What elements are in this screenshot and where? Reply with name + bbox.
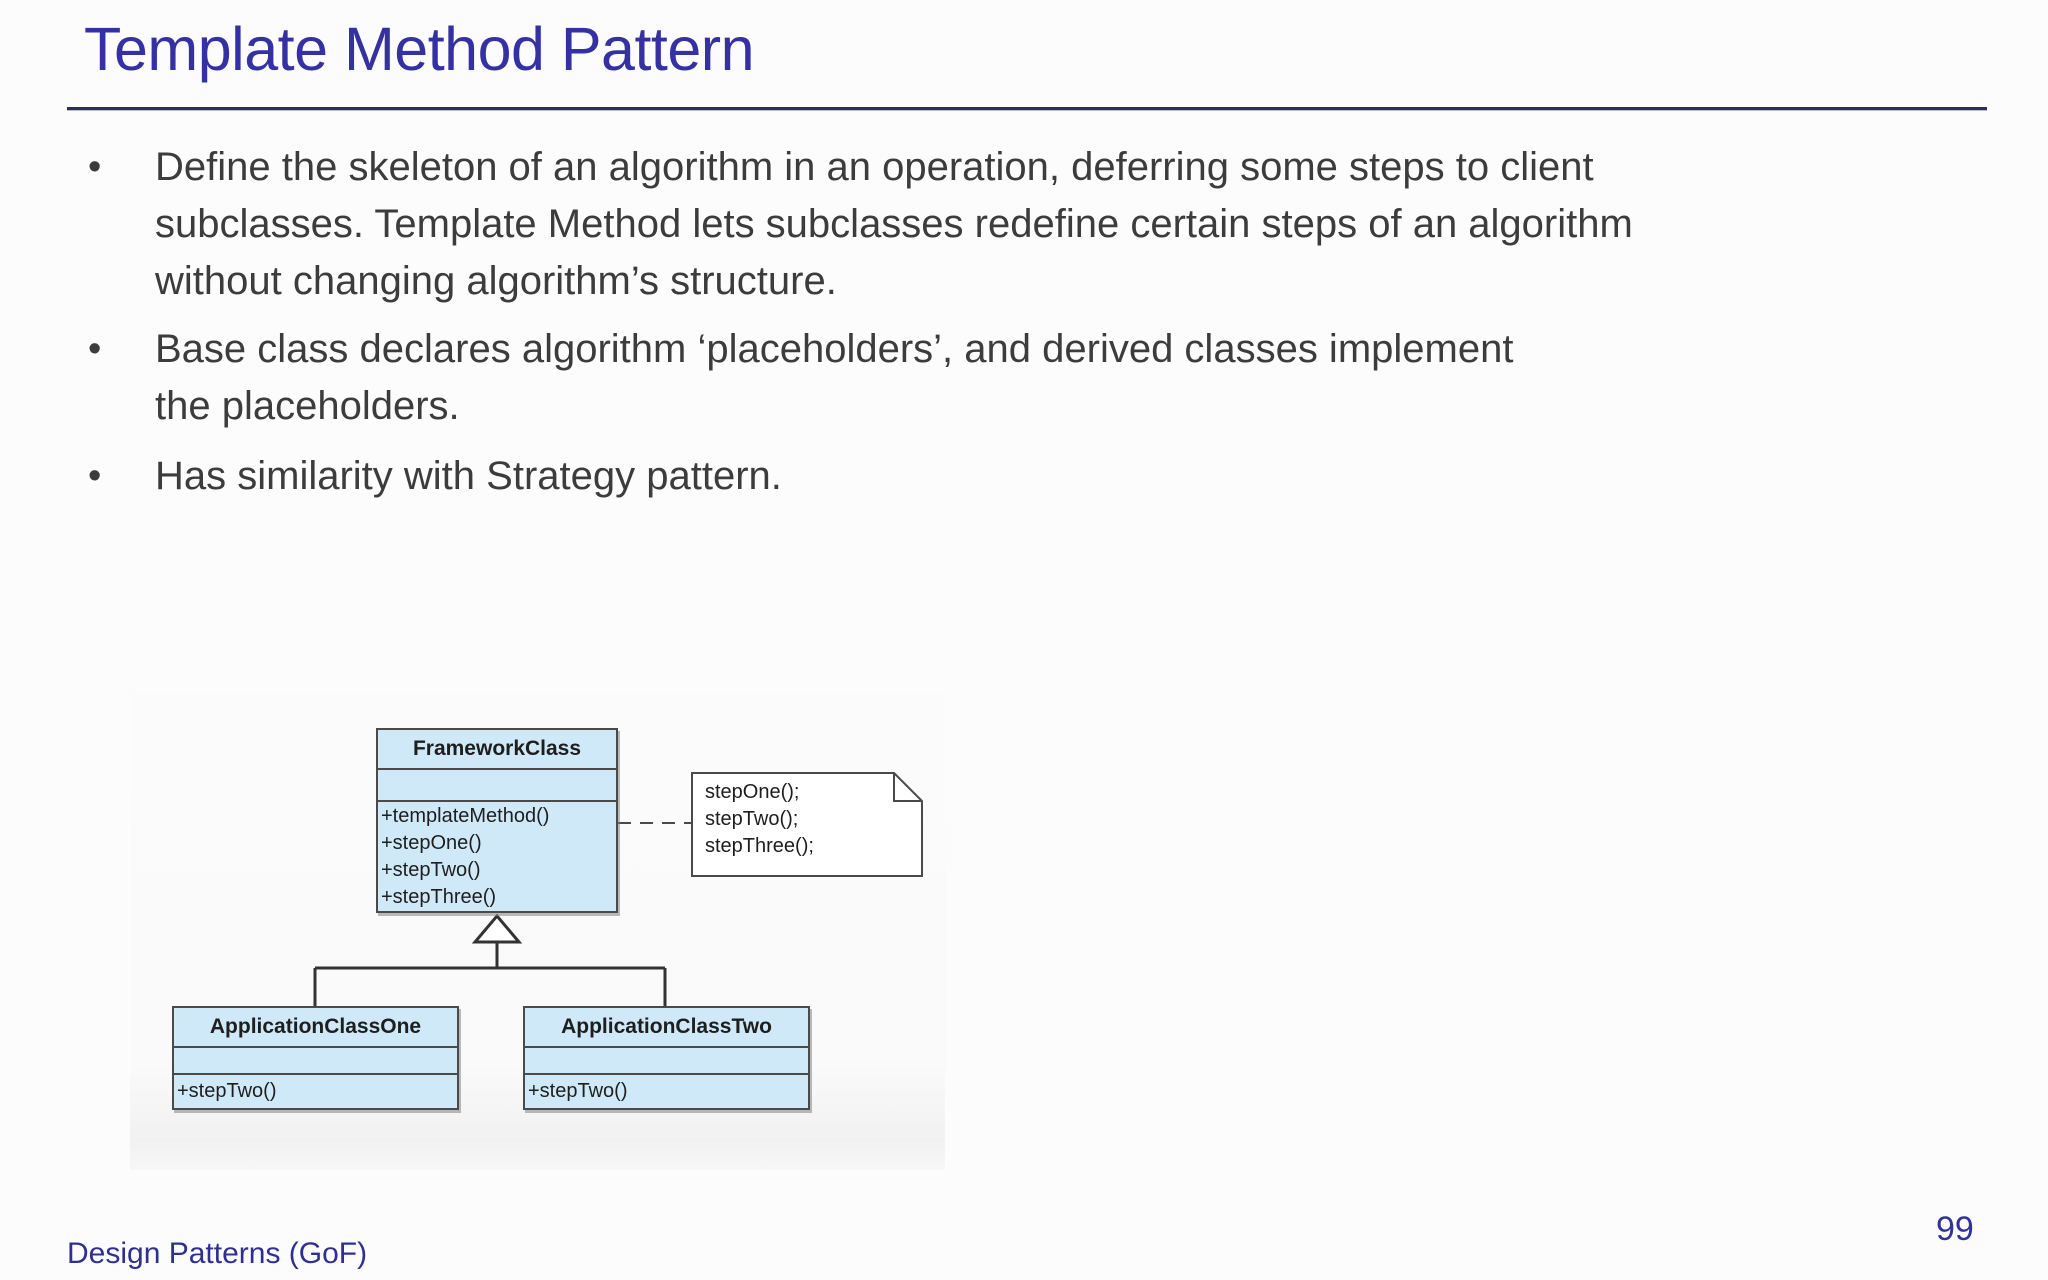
class-attributes-empty [174, 1048, 457, 1075]
class-methods: +stepTwo() [525, 1075, 808, 1108]
bullet-marker: • [88, 328, 102, 370]
bullet-item: • Define the skeleton of an algorithm in… [88, 139, 1918, 310]
class-methods: +stepTwo() [174, 1075, 457, 1108]
uml-note-text: stepOne(); stepTwo(); stepThree(); [705, 779, 814, 860]
class-box-frameworkclass: FrameworkClass +templateMethod() +stepOn… [376, 728, 618, 913]
class-attributes-empty [525, 1048, 808, 1075]
method-item: +stepTwo() [381, 859, 481, 881]
diagram-connectors [313, 772, 923, 1007]
inheritance-triangle-icon [471, 913, 523, 944]
page-number: 99 [1936, 1210, 1974, 1248]
note-line: stepOne(); [705, 781, 800, 803]
class-name: ApplicationClassTwo [525, 1008, 808, 1048]
method-item: +stepThree() [381, 886, 497, 908]
note-fold-icon [893, 773, 922, 802]
bullet-item: • Base class declares algorithm ‘placeho… [88, 321, 1918, 435]
uml-note-shape [691, 772, 923, 877]
method-item: +stepTwo() [528, 1080, 628, 1102]
note-line: stepTwo(); [705, 808, 799, 830]
bullet-text: Has similarity with Strategy pattern. [155, 454, 782, 498]
slide-title: Template Method Pattern [84, 15, 755, 83]
method-item: +stepOne() [381, 832, 482, 854]
class-attributes-empty [378, 770, 616, 802]
title-rule [67, 107, 1987, 111]
bullet-item: • Has similarity with Strategy pattern. [88, 448, 1918, 505]
bullet-text: Base class declares algorithm ‘placehold… [155, 327, 1514, 428]
method-item: +templateMethod() [381, 805, 550, 827]
bullet-text: Define the skeleton of an algorithm in a… [155, 145, 1633, 303]
uml-class-diagram: FrameworkClass +templateMethod() +stepOn… [130, 690, 945, 1170]
class-box-applicationclasstwo: ApplicationClassTwo +stepTwo() [523, 1006, 810, 1110]
bullet-marker: • [88, 146, 102, 188]
method-item: +stepTwo() [177, 1080, 277, 1102]
class-box-applicationclassone: ApplicationClassOne +stepTwo() [172, 1006, 459, 1110]
footer-text: Design Patterns (GoF) [67, 1237, 368, 1270]
class-methods: +templateMethod() +stepOne() +stepTwo() … [378, 802, 616, 911]
class-name: FrameworkClass [378, 730, 616, 770]
class-name: ApplicationClassOne [174, 1008, 457, 1048]
note-line: stepThree(); [705, 835, 814, 857]
bullet-marker: • [88, 455, 102, 497]
